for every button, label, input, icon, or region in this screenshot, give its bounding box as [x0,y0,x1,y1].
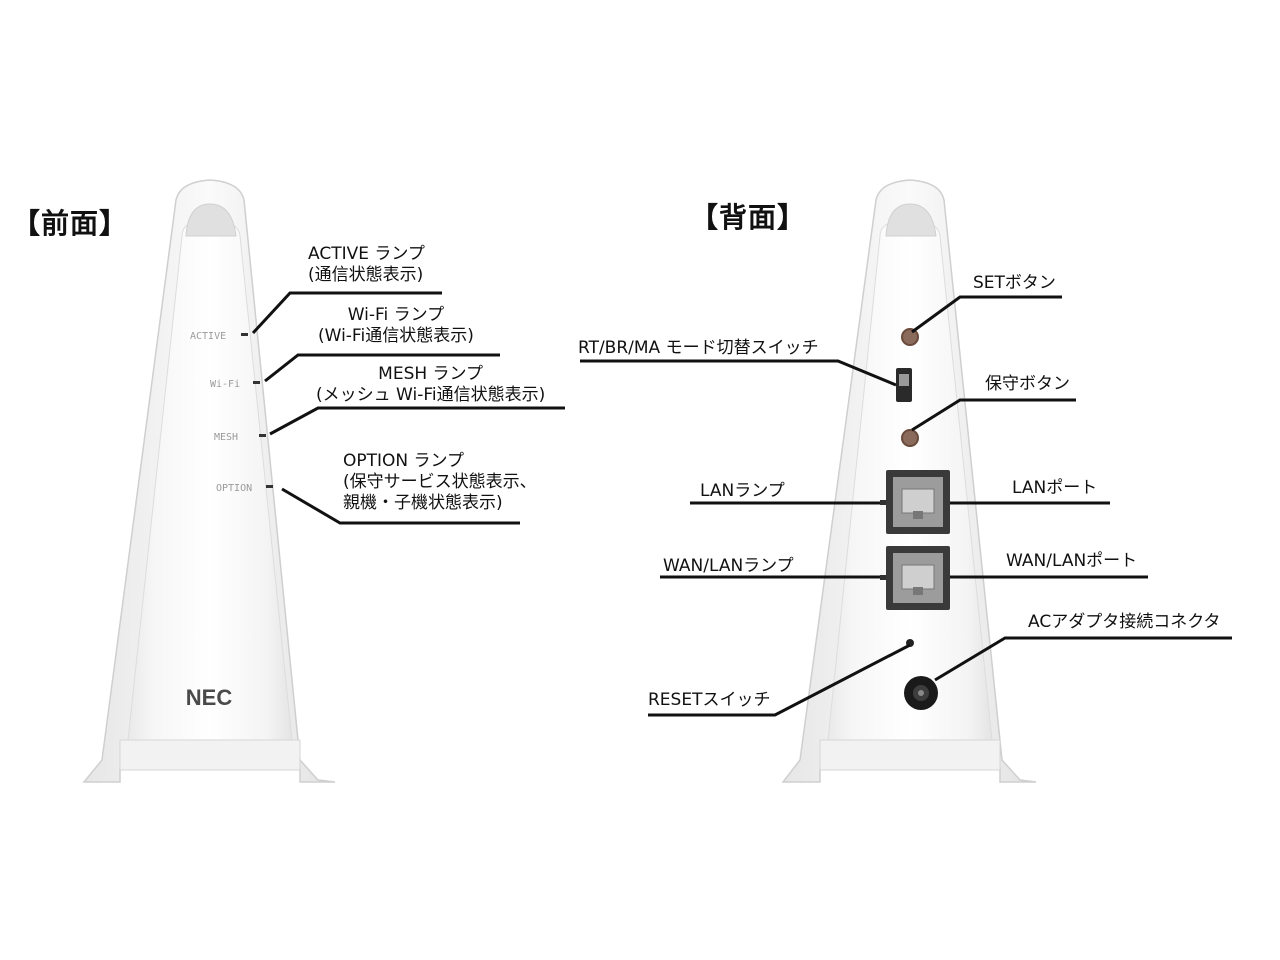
back-heading: 【背面】 [690,201,807,234]
callout-mode-switch: RT/BR/MA モード切替スイッチ [578,338,819,358]
callout-active-line2: (通信状態表示) [308,265,424,285]
leader-mode [580,359,897,387]
front-lamp-wifi [253,381,260,384]
leader-maint [911,398,1076,432]
lan-port-clip [913,511,923,519]
lan-port-jack [901,488,935,514]
front-label-option: OPTION [216,483,252,494]
front-heading: 【前面】 [12,207,129,240]
callout-wifi-line2: (Wi-Fi通信状態表示) [318,326,474,346]
set-button-knob [901,328,919,346]
front-lamp-active [241,333,248,336]
front-leader-lines [251,291,565,525]
callout-active-line1: ACTIVE ランプ [308,244,425,264]
mode-switch-slider [899,374,909,386]
wanlan-port-jack [901,564,935,590]
front-base [119,739,301,771]
nec-logo: NEC [186,685,233,710]
back-leader-lines [580,295,1232,717]
front-lamp-mesh [259,434,266,437]
callout-active: ACTIVE ランプ (通信状態表示) [308,244,425,286]
front-router: ACTIVE Wi-Fi MESH OPTION NEC [82,179,336,783]
maint-button-knob [901,429,919,447]
callout-option-line1: OPTION ランプ [343,451,465,471]
callout-wanlan-port: WAN/LANポート [1006,551,1138,571]
back-notch [885,203,937,237]
callout-mesh-line1: MESH ランプ [378,364,484,384]
front-notch [185,203,237,237]
ac-connector-pin [918,690,924,696]
back-router [781,179,1037,783]
back-base [819,739,1001,771]
callout-mesh-line2: (メッシュ Wi-Fi通信状態表示) [316,385,546,405]
callout-option: OPTION ランプ (保守サービス状態表示、 親機・子機状態表示) [343,451,537,514]
front-label-mesh: MESH [214,432,238,443]
leader-wifi [264,353,500,383]
leader-ac [934,636,1232,682]
wanlan-port-clip [913,587,923,595]
callout-lan-lamp: LANランプ [700,481,785,501]
callout-reset-switch: RESETスイッチ [648,690,771,710]
callout-mesh: MESH ランプ (メッシュ Wi-Fi通信状態表示) [316,364,545,406]
callout-lan-port: LANポート [1012,478,1098,498]
wanlan-lamp-indicator [880,575,886,580]
lan-lamp-indicator [880,500,886,505]
callout-maint-button: 保守ボタン [985,374,1070,394]
leader-reset [648,643,911,717]
leader-active [251,291,442,335]
callout-option-line3: 親機・子機状態表示) [343,493,503,513]
front-label-active: ACTIVE [190,331,226,342]
leader-option [281,487,520,525]
callout-wifi-line1: Wi-Fi ランプ [347,305,445,325]
callout-ac-connector: ACアダプタ接続コネクタ [1028,612,1221,632]
leader-mesh [269,406,565,436]
front-lamp-option [266,485,273,488]
callout-set-button: SETボタン [973,273,1056,293]
callout-wifi: Wi-Fi ランプ (Wi-Fi通信状態表示) [318,305,474,347]
callout-wanlan-lamp: WAN/LANランプ [663,556,794,576]
callout-option-line2: (保守サービス状態表示、 [343,472,537,492]
front-label-wifi: Wi-Fi [210,379,240,390]
leader-set [911,295,1062,334]
